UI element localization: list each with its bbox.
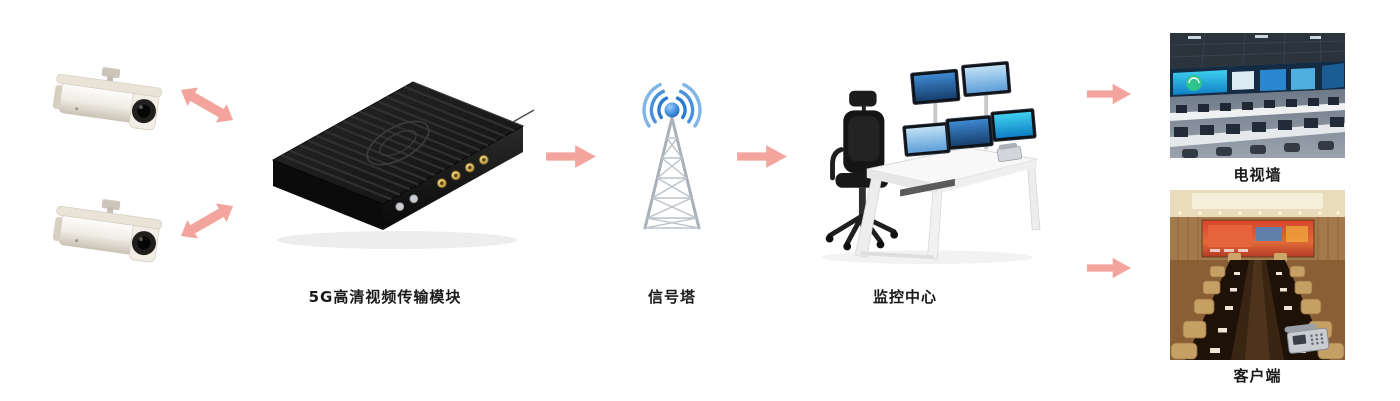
tower-label: 信号塔 xyxy=(647,288,696,306)
tower-lattice xyxy=(643,102,701,230)
led-screen xyxy=(1201,219,1315,258)
monitor-array xyxy=(902,61,1037,157)
cctv-camera-icon-top xyxy=(48,56,168,141)
signal-tower-icon xyxy=(642,82,702,230)
bidirectional-arrow-icon-bottom xyxy=(174,194,241,248)
right-arrow-icon-2 xyxy=(736,143,788,170)
signal-waves xyxy=(642,82,702,128)
monitor-center-label: 监控中心 xyxy=(872,288,937,306)
module-antenna-connectors xyxy=(395,154,489,212)
right-arrow-icon-4 xyxy=(1086,256,1132,280)
module-whip-antenna xyxy=(512,109,535,123)
5g-transmission-module-icon xyxy=(271,81,535,249)
cctv-camera-icon-bottom xyxy=(48,188,168,273)
control-room-photo xyxy=(1170,33,1345,158)
conference-room-photo xyxy=(1170,190,1345,360)
right-arrow-icon-3 xyxy=(1086,82,1132,106)
module-cooling-fins xyxy=(280,85,516,201)
bidirectional-arrow-icon-top xyxy=(174,78,241,132)
chairs xyxy=(1182,141,1334,158)
module-logo xyxy=(366,120,430,166)
client-label: 客户端 xyxy=(1233,367,1282,385)
tv-wall-label: 电视墙 xyxy=(1233,166,1282,184)
desk-row-far xyxy=(1170,103,1345,121)
module-label: 5G高清视频传输模块 xyxy=(308,288,462,306)
desk-phone xyxy=(996,142,1023,163)
right-arrow-icon-1 xyxy=(545,143,597,170)
wall-screens xyxy=(1173,63,1344,95)
monitoring-desk-icon xyxy=(821,61,1041,265)
module-shadow xyxy=(277,231,517,249)
desk xyxy=(854,90,1041,260)
desk-row-near xyxy=(1170,123,1345,147)
conference-phone xyxy=(1284,323,1330,354)
tower-beacon-ball xyxy=(664,102,680,118)
